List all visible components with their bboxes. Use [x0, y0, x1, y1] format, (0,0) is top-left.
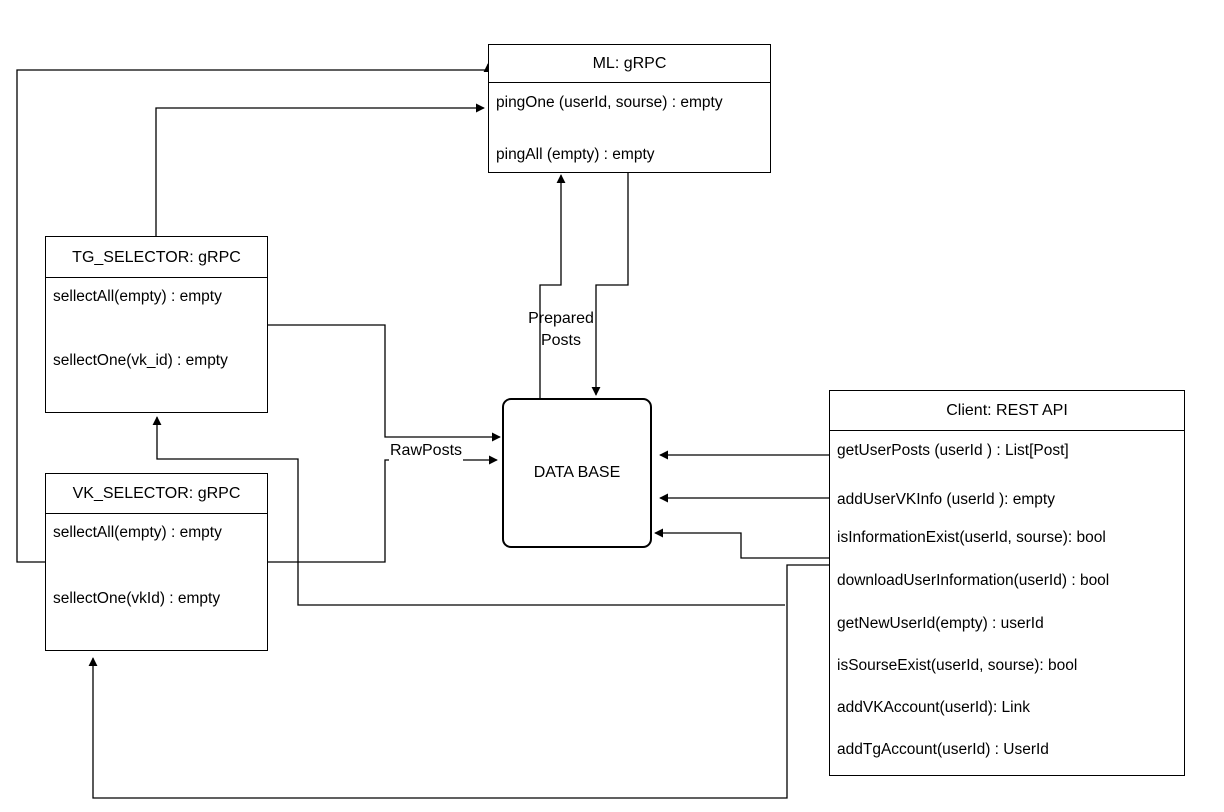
ml-method-ping-all: pingAll (empty) : empty — [496, 146, 655, 163]
ml-box-title: ML: gRPC — [489, 45, 770, 83]
edge-client-to-tg — [152, 416, 785, 606]
client-method-add-tg-account: addTgAccount(userId) : UserId — [837, 741, 1049, 758]
edge-client-to-vk — [88, 564, 829, 799]
vk-selector-box-title: VK_SELECTOR: gRPC — [46, 474, 267, 514]
tg-selector-method-select-one: sellectOne(vk_id) : empty — [53, 352, 228, 369]
client-method-get-user-posts: getUserPosts (userId ) : List[Post] — [837, 442, 1069, 459]
ml-method-ping-one: pingOne (userId, sourse) : empty — [496, 94, 723, 111]
prepared-posts-label: Prepared Posts — [528, 310, 594, 349]
client-method-get-new-user-id: getNewUserId(empty) : userId — [837, 615, 1044, 632]
vk-selector-grpc-box[interactable]: VK_SELECTOR: gRPC sellectAll(empty) : em… — [45, 473, 268, 651]
client-method-download-user-information: downloadUserInformation(userId) : bool — [837, 572, 1110, 589]
client-rest-api-box[interactable]: Client: REST API getUserPosts (userId ) … — [829, 390, 1185, 776]
edge-ml-to-db — [591, 173, 629, 396]
tg-selector-grpc-box[interactable]: TG_SELECTOR: gRPC sellectAll(empty) : em… — [45, 236, 268, 413]
edge-tg-to-ml — [155, 103, 485, 236]
client-method-is-sourse-exist: isSourseExist(userId, sourse): bool — [837, 657, 1078, 674]
database-label: DATA BASE — [533, 464, 621, 481]
client-method-add-vk-account: addVKAccount(userId): Link — [837, 699, 1030, 716]
vk-selector-method-select-all: sellectAll(empty) : empty — [53, 524, 222, 541]
ml-grpc-box[interactable]: ML: gRPC pingOne (userId, sourse) : empt… — [488, 44, 771, 173]
client-method-add-user-vk-info: addUserVKInfo (userId ): empty — [837, 491, 1055, 508]
edge-tg-to-db — [267, 324, 501, 442]
edge-db-to-ml — [539, 174, 566, 398]
client-box-title: Client: REST API — [830, 391, 1184, 431]
edge-vk-to-db — [267, 455, 498, 563]
vk-selector-method-select-one: sellectOne(vkId) : empty — [53, 590, 221, 607]
tg-selector-method-select-all: sellectAll(empty) : empty — [53, 288, 222, 305]
tg-selector-box-title: TG_SELECTOR: gRPC — [46, 237, 267, 278]
raw-posts-label: RawPosts — [389, 440, 464, 462]
client-method-is-information-exist: isInformationExist(userId, sourse): bool — [837, 529, 1106, 546]
edge-client-isinfoexist-to-db — [654, 528, 829, 559]
database-node[interactable]: DATA BASE — [502, 398, 652, 548]
